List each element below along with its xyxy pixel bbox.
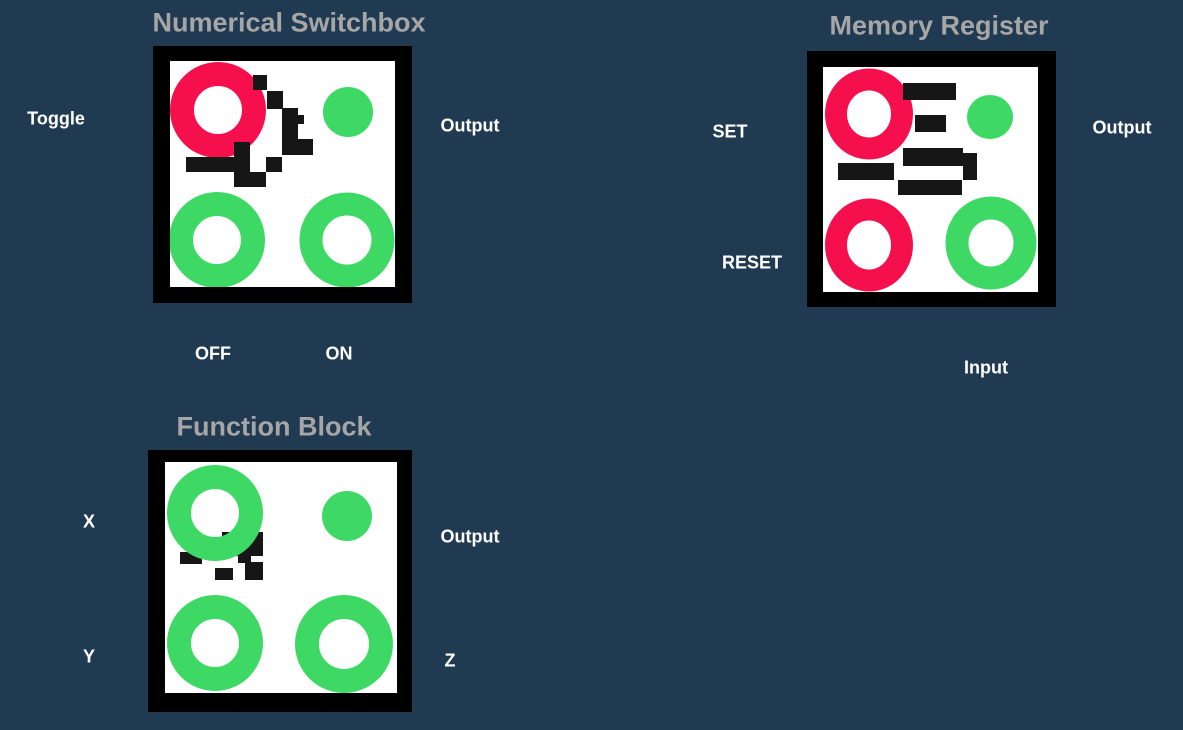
switchbox-toggle-label: Toggle bbox=[27, 108, 85, 129]
switchbox-output-indicator[interactable] bbox=[323, 87, 373, 137]
function-z-indicator[interactable] bbox=[295, 595, 393, 693]
register-input-indicator[interactable] bbox=[945, 196, 1037, 290]
numerical-switchbox-title: Numerical Switchbox bbox=[152, 7, 426, 38]
register-output-indicator[interactable] bbox=[967, 95, 1013, 139]
function-block-title: Function Block bbox=[176, 411, 372, 442]
function-output-indicator[interactable] bbox=[322, 491, 372, 541]
function-z-label: Z bbox=[444, 650, 456, 671]
switchbox-toggle-indicator[interactable] bbox=[170, 62, 266, 158]
register-set-indicator[interactable] bbox=[825, 68, 913, 160]
switchbox-off-indicator[interactable] bbox=[170, 192, 265, 287]
function-y-label: Y bbox=[82, 646, 96, 667]
register-pixel-glyph bbox=[838, 83, 977, 195]
memory-register-face bbox=[823, 67, 1038, 292]
register-input-label: Input bbox=[964, 357, 1008, 378]
function-x-indicator[interactable] bbox=[167, 465, 263, 561]
function-output-label: Output bbox=[440, 526, 500, 547]
memory-register-panel bbox=[807, 51, 1056, 307]
memory-register-title: Memory Register bbox=[829, 10, 1049, 41]
switchbox-on-label: ON bbox=[325, 343, 353, 364]
numerical-switchbox-face bbox=[170, 61, 395, 287]
register-reset-indicator[interactable] bbox=[825, 198, 913, 292]
function-y-indicator[interactable] bbox=[167, 595, 263, 691]
register-output-label: Output bbox=[1092, 117, 1152, 138]
function-block-face bbox=[165, 462, 397, 693]
switchbox-off-label: OFF bbox=[195, 343, 231, 364]
switchbox-on-indicator[interactable] bbox=[299, 192, 395, 287]
register-reset-label: RESET bbox=[721, 252, 783, 273]
numerical-switchbox-panel bbox=[153, 46, 412, 303]
register-set-label: SET bbox=[712, 121, 748, 142]
function-block-panel bbox=[148, 450, 412, 712]
switchbox-output-label: Output bbox=[440, 115, 500, 136]
switchbox-pixel-glyph bbox=[186, 75, 313, 187]
function-x-label: X bbox=[82, 511, 96, 532]
